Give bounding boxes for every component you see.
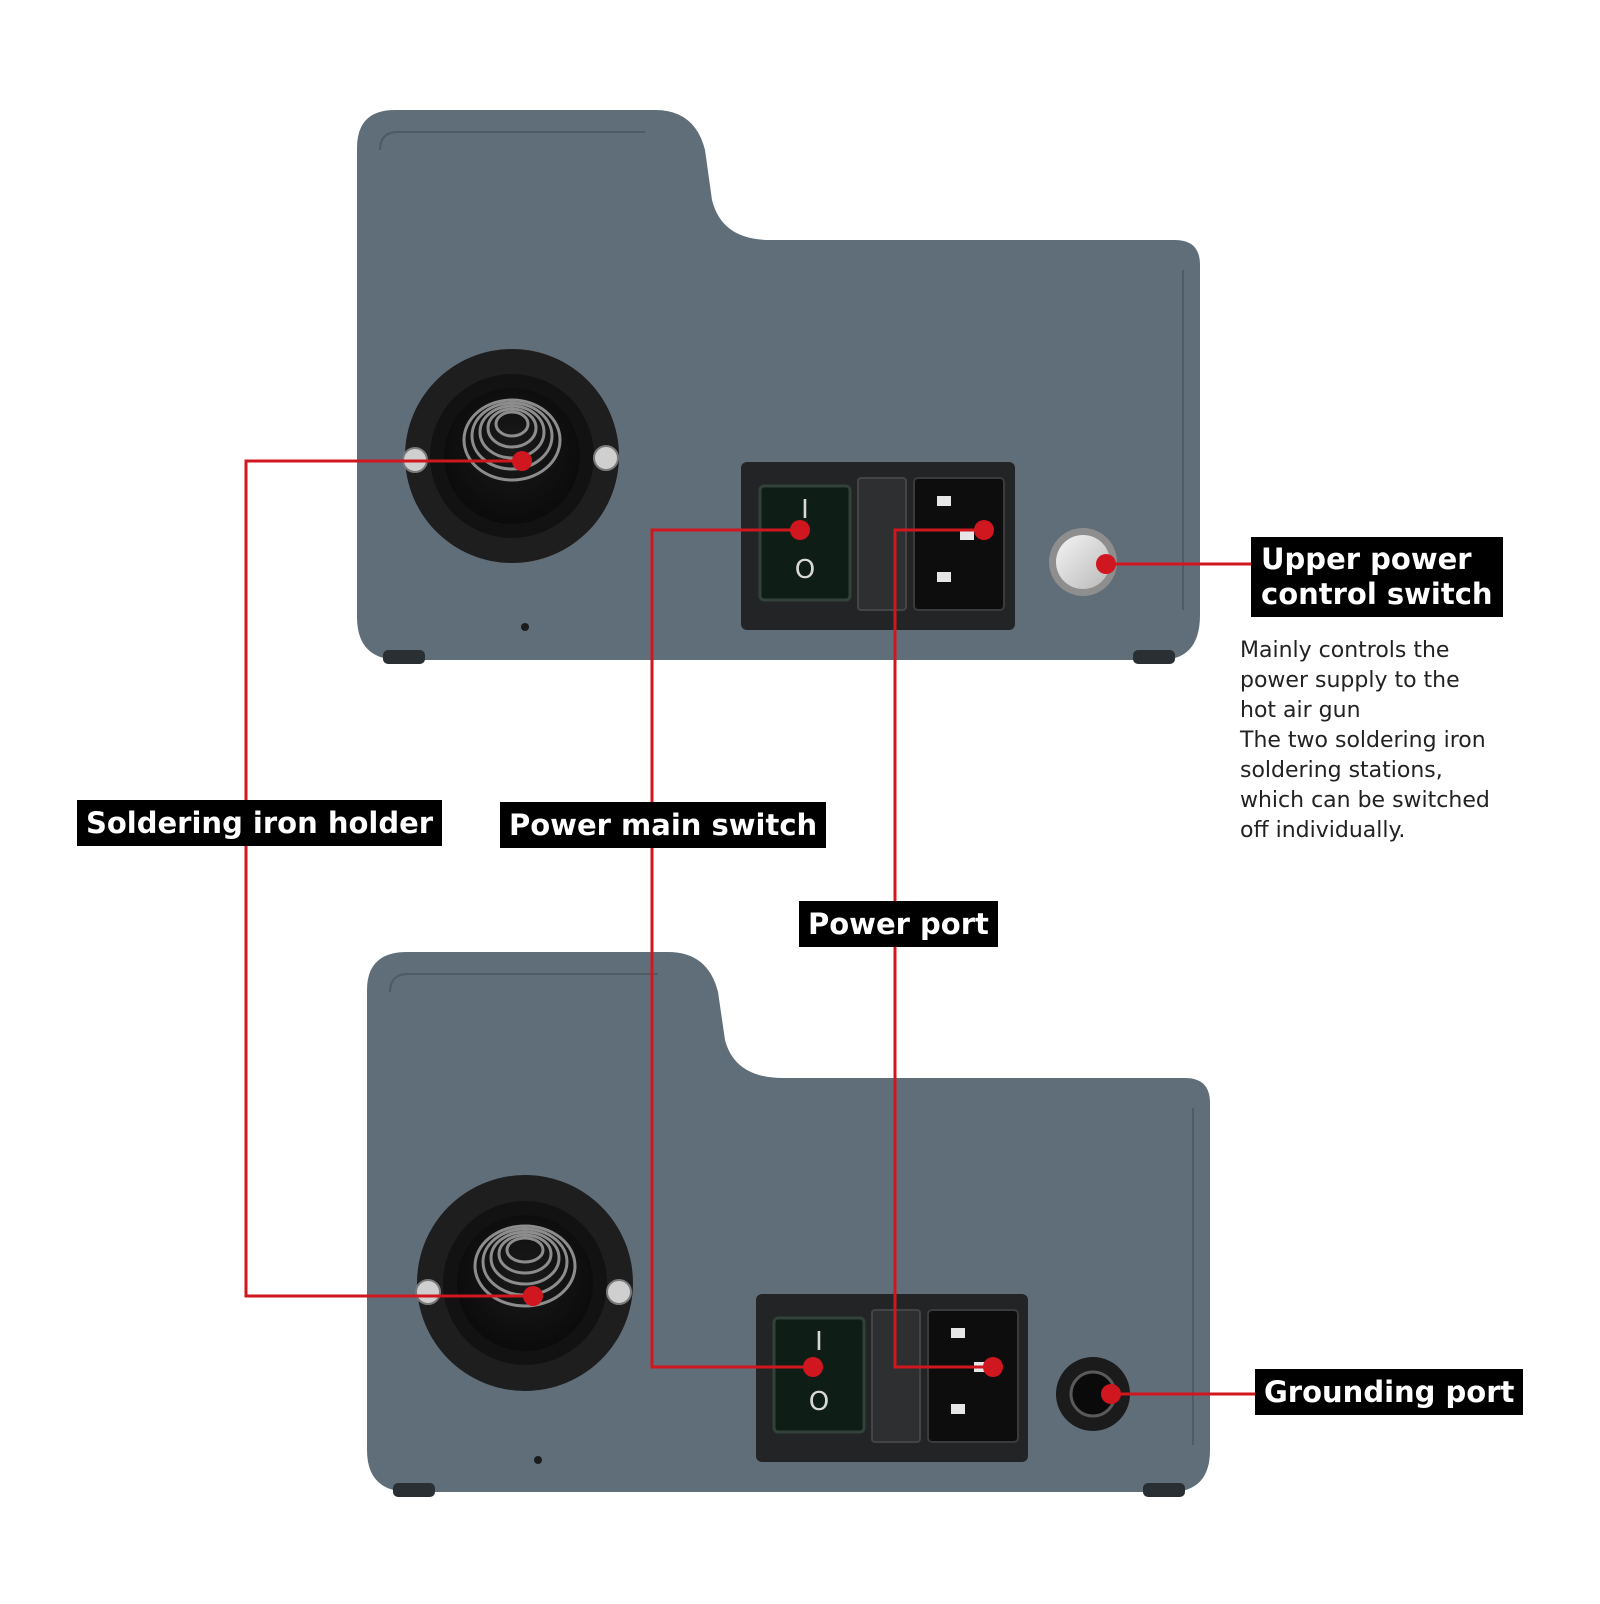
bottom-switch-off-mark: O xyxy=(809,1387,829,1417)
upper-power-control-button[interactable] xyxy=(1049,528,1117,596)
upper-switch-description: Mainly controls the power supply to the … xyxy=(1240,638,1490,843)
dot-top-power-port xyxy=(974,520,994,540)
bottom-holder-screw-right xyxy=(606,1279,632,1305)
grounding-socket[interactable] xyxy=(1056,1357,1130,1431)
dot-grounding xyxy=(1101,1384,1121,1404)
top-fuse-holder xyxy=(857,477,907,611)
dot-bottom-power-port xyxy=(983,1357,1003,1377)
callout-line-main-switch xyxy=(650,528,813,1369)
bottom-iron-holder xyxy=(415,1175,633,1391)
callout-line-power-port xyxy=(893,528,993,1369)
callout-lines xyxy=(244,459,1256,1396)
top-switch-off-mark: O xyxy=(795,555,815,585)
top-iron-holder xyxy=(402,349,619,563)
dot-top-main-switch xyxy=(790,520,810,540)
top-housing-panel-line xyxy=(379,131,1184,610)
bottom-power-panel: I O xyxy=(756,1294,1028,1462)
dot-top-iron-holder xyxy=(512,451,532,471)
top-foot-right xyxy=(1133,650,1175,664)
top-switch-on-mark: I xyxy=(801,495,809,525)
dot-bottom-main-switch xyxy=(803,1357,823,1377)
label-power-main-switch: Power main switch xyxy=(500,802,827,848)
label-upper-power-control-switch: Upper power control switch xyxy=(1251,537,1503,617)
dot-bottom-iron-holder xyxy=(523,1286,543,1306)
top-foot-left xyxy=(383,650,425,664)
top-power-panel: I O xyxy=(741,462,1015,630)
label-soldering-iron-holder: Soldering iron holder xyxy=(77,800,443,846)
callout-line-iron-holder xyxy=(244,459,533,1298)
bottom-soldering-station: I O xyxy=(367,952,1210,1497)
bottom-screw-hole xyxy=(534,1456,542,1464)
callout-dots xyxy=(512,451,1121,1404)
bottom-foot-right xyxy=(1143,1483,1185,1497)
top-iec-socket xyxy=(913,477,1005,611)
label-grounding-port: Grounding port xyxy=(1255,1369,1524,1415)
dot-upper-switch xyxy=(1096,554,1116,574)
bottom-iec-socket xyxy=(927,1309,1019,1443)
bottom-foot-left xyxy=(393,1483,435,1497)
top-rocker-switch[interactable] xyxy=(758,484,852,602)
top-screw-hole xyxy=(521,623,529,631)
bottom-holder-screw-left xyxy=(415,1279,441,1305)
top-soldering-station: I O xyxy=(357,110,1200,664)
label-power-port: Power port xyxy=(799,901,998,947)
top-holder-screw-right xyxy=(593,445,619,471)
bottom-housing-panel-line xyxy=(389,973,1194,1445)
bottom-switch-on-mark: I xyxy=(815,1327,823,1357)
